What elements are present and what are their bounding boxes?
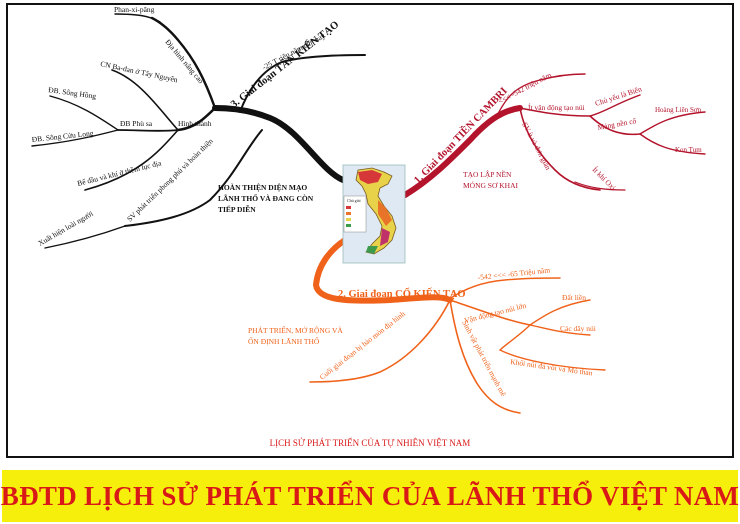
label-item1: Đất liền <box>562 293 586 302</box>
line-late <box>309 299 451 383</box>
line-human <box>44 225 126 249</box>
title-banner: BĐTD LỊCH SỬ PHÁT TRIỂN CỦA LÃNH THỔ VIỆ… <box>0 470 740 522</box>
branch-co-kien-tao <box>309 237 606 414</box>
label-formation: Hình thành <box>178 119 212 128</box>
line-item3 <box>498 324 606 371</box>
map-legend-title: Chú giải <box>347 198 362 203</box>
map-region-red <box>358 170 382 184</box>
label-item2: Các dãy núi <box>560 324 596 333</box>
line-time <box>239 54 366 113</box>
line-cambri-life <box>519 107 601 191</box>
legend-swatch <box>346 212 351 215</box>
branch-tien-cambri <box>402 73 706 198</box>
label-cambri-life: SV ít và đơn giản <box>520 121 553 172</box>
tien-cambri-labels: 1. Giai đoạn TIỀN CAMBRI <<< -542 triệu … <box>411 70 702 192</box>
note-co-line2: ỔN ĐỊNH LÃNH THỔ <box>248 336 320 346</box>
co-kien-tao-labels: 2. Giai đoạn CỔ KIẾN TẠO -542 <<< -65 Tr… <box>248 265 596 398</box>
footer-title: LỊCH SỬ PHÁT TRIỂN CỦA TỰ NHIÊN VIỆT NAM <box>270 438 471 448</box>
line-co-tectonic <box>449 299 531 326</box>
vietnam-map-image: Chú giải <box>342 164 406 264</box>
line-air <box>574 181 626 191</box>
legend-swatch <box>346 224 351 227</box>
main-branch-line <box>212 105 346 183</box>
line-cambri-time <box>494 73 586 121</box>
line-item2 <box>529 324 591 336</box>
label-plateau: CN Ba-dan ở Tây Nguyên <box>100 59 179 84</box>
line-mekong-delta <box>31 129 119 147</box>
label-late: Cuối giai đoạn bị bào mòn địa hình <box>318 309 407 382</box>
label-tan-life: SV phát triển phong phú và hoàn thiện <box>125 136 215 223</box>
label-tectonic: Ít vận động tạo núi <box>528 102 585 112</box>
label-item3: Khối núi đá vôi và Mỏ than <box>510 357 594 377</box>
line-formation <box>176 106 217 132</box>
note-co-line1: PHÁT TRIỂN, MỞ RỘNG VÀ <box>248 325 343 335</box>
line-red-delta <box>49 95 119 131</box>
label-oil: Bể dầu và khí ở thềm lục địa <box>76 158 163 188</box>
label-place1: Hoàng Liên Sơn <box>655 106 702 114</box>
map-region-green <box>366 246 378 254</box>
main-branch-line <box>402 105 523 198</box>
line-co-life <box>449 299 521 414</box>
line-plateau <box>111 69 179 131</box>
note-cambri-line1: TẠO LẬP NỀN <box>463 169 512 179</box>
note-tan-line2: LÃNH THỔ VÀ ĐANG CÒN <box>218 193 314 203</box>
label-red-delta: ĐB. Sông Hồng <box>48 85 97 101</box>
line-place1 <box>639 111 706 135</box>
banner-title: BĐTD LỊCH SỬ PHÁT TRIỂN CỦA LÃNH THỔ VIỆ… <box>0 480 740 511</box>
label-peak: Phan-xi-păng <box>114 5 155 14</box>
map-region-magenta <box>380 228 390 246</box>
note-tan-line1: HOÀN THIỆN DIỆN MẠO <box>218 182 307 192</box>
label-human: Xuất hiện loài người <box>37 209 95 248</box>
line-item1 <box>529 299 591 326</box>
line-life <box>124 129 263 227</box>
note-tan-line3: TIẾP DIỄN <box>218 204 256 214</box>
line-oil <box>84 129 179 191</box>
line-co-time <box>447 277 561 301</box>
label-tan-kien-tao: 3. Giai đoạn TÂN KIẾN TẠO <box>228 18 341 111</box>
branch-tan-kien-tao <box>31 13 366 249</box>
note-cambri-line2: MÓNG SƠ KHAI <box>463 180 519 190</box>
line-place2 <box>639 133 706 155</box>
label-co-kien-tao: 2. Giai đoạn CỔ KIẾN TẠO <box>338 287 466 300</box>
label-co-life: Sinh vật phát triển mạnh mẽ <box>460 319 508 399</box>
line-phusa <box>117 129 179 132</box>
line-tectonic <box>519 107 591 117</box>
legend-swatch <box>346 218 351 221</box>
map-legend-box <box>343 195 367 233</box>
line-base <box>589 115 641 136</box>
tan-kien-tao-labels: 3. Giai đoạn TÂN KIẾN TẠO -25 T riệu năm… <box>31 5 341 248</box>
label-cambri-time: <<< -542 triệu năm <box>497 70 553 106</box>
main-branch-line <box>312 237 453 304</box>
label-place2: Kon Tum <box>675 146 702 154</box>
line-mainly <box>589 94 641 117</box>
legend-swatch <box>346 206 351 209</box>
label-phusa: ĐB Phù sa <box>120 119 153 128</box>
label-base: Mảng nền cổ <box>597 116 637 132</box>
line-peak <box>114 13 161 23</box>
map-region-orange <box>378 200 392 226</box>
mindmap: 3. Giai đoạn TÂN KIẾN TẠO -25 T riệu năm… <box>31 5 706 448</box>
label-tan-time: -25 T riệu năm đến nay <box>261 31 327 72</box>
